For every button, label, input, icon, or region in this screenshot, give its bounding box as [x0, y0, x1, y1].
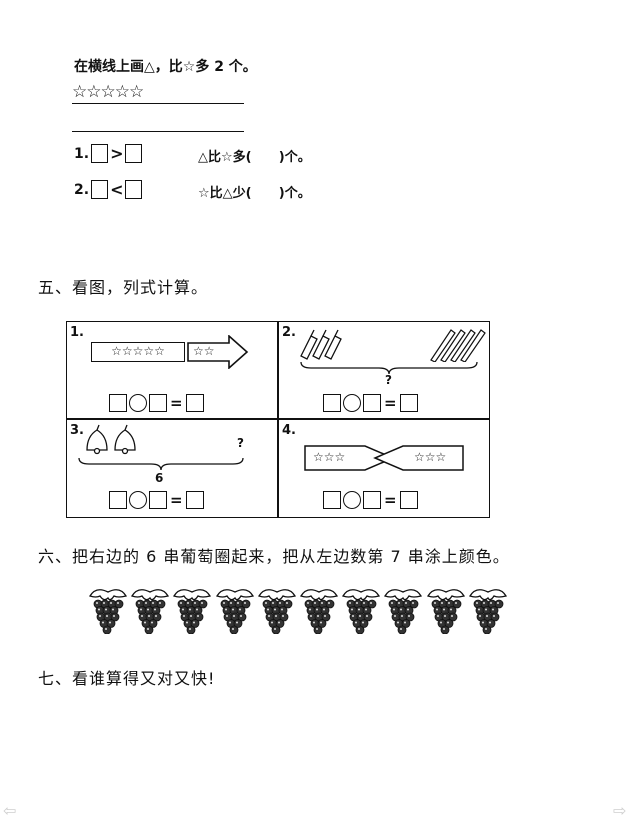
- cell-4-num: 4.: [282, 423, 296, 438]
- q4-answer-line-2: [72, 131, 244, 132]
- prev-page-icon[interactable]: ⇦: [3, 801, 17, 820]
- q4-stars: ☆☆☆☆☆: [72, 82, 144, 102]
- cell-3: 3. ? 6 =: [67, 420, 277, 517]
- next-page-icon[interactable]: ⇨: [613, 801, 627, 820]
- cell-1-arrow-box: [187, 335, 249, 369]
- cell-1-box-result[interactable]: [185, 394, 204, 412]
- grid-vertical-divider: [277, 322, 279, 517]
- grape-bunch-icon[interactable]: [128, 586, 172, 634]
- grape-bunch-icon[interactable]: [381, 586, 425, 634]
- cell-2-brace: [300, 361, 478, 375]
- q4-item-2-box-left[interactable]: [91, 180, 109, 199]
- cell-4-box-a[interactable]: [323, 491, 341, 509]
- cell-2: 2. ? =: [279, 322, 489, 418]
- q4-item-1: 1. >: [74, 144, 143, 163]
- cell-4-operator-circle[interactable]: [343, 491, 361, 509]
- cell-4-equation: =: [323, 491, 418, 509]
- cell-1: 1. ☆☆☆☆☆ ☆☆ =: [67, 322, 277, 418]
- cell-3-box-b[interactable]: [149, 491, 167, 509]
- q4-item-2-num: 2.: [74, 181, 90, 198]
- bells-icon: [86, 424, 136, 455]
- cell-4-box-b[interactable]: [363, 491, 381, 509]
- cell-2-equation: =: [323, 394, 418, 412]
- cell-1-arrow-stars: ☆☆: [193, 344, 215, 358]
- cell-3-box-a[interactable]: [109, 491, 127, 509]
- cell-1-equals: =: [170, 394, 183, 412]
- q5-picture-grid: 1. ☆☆☆☆☆ ☆☆ = 2.: [66, 321, 490, 518]
- crossing-arrows-icon: [304, 445, 464, 471]
- cell-2-box-b[interactable]: [363, 394, 381, 412]
- q4-item-2-text: ☆比△少( )个。: [198, 186, 311, 201]
- cell-3-num: 3.: [70, 423, 84, 438]
- cell-1-equation: =: [109, 394, 204, 412]
- grape-bunch-icon[interactable]: [466, 586, 510, 634]
- q5-heading: 五、看图，列式计算。: [38, 278, 209, 297]
- grape-bunch-icon[interactable]: [424, 586, 468, 634]
- grape-bunch-icon[interactable]: [255, 586, 299, 634]
- cell-4-right-stars: ☆☆☆: [414, 450, 447, 464]
- grape-bunch-icon[interactable]: [339, 586, 383, 634]
- cell-2-operator-circle[interactable]: [343, 394, 361, 412]
- cell-2-equals: =: [384, 394, 397, 412]
- cell-3-question: ?: [237, 436, 244, 450]
- grid-horizontal-divider: [67, 418, 489, 420]
- cell-4-equals: =: [384, 491, 397, 509]
- q4-item-1-op: >: [110, 144, 124, 163]
- q4-item-1-box-right[interactable]: [125, 144, 143, 163]
- grape-row: [86, 586, 516, 636]
- pencils-group-right-icon: [430, 329, 486, 362]
- grape-bunch-icon[interactable]: [170, 586, 214, 634]
- cell-2-question: ?: [385, 373, 392, 387]
- cell-3-equation: =: [109, 491, 204, 509]
- q4-item-1-box-left[interactable]: [91, 144, 109, 163]
- cell-2-num: 2.: [282, 325, 296, 340]
- cell-4: 4. ☆☆☆ ☆☆☆ =: [279, 420, 489, 517]
- pencils-group-left-icon: [300, 329, 342, 360]
- cell-2-box-result[interactable]: [399, 394, 418, 412]
- cell-1-box-a[interactable]: [109, 394, 127, 412]
- cell-3-brace: [78, 457, 244, 471]
- cell-1-star-box: ☆☆☆☆☆: [91, 342, 185, 362]
- q4-item-1-num: 1.: [74, 145, 90, 162]
- cell-1-box-b[interactable]: [149, 394, 167, 412]
- cell-4-box-result[interactable]: [399, 491, 418, 509]
- cell-3-box-result[interactable]: [185, 491, 204, 509]
- q7-heading: 七、看谁算得又对又快!: [38, 669, 216, 688]
- grape-bunch-icon[interactable]: [297, 586, 341, 634]
- q4-item-2-op: <: [110, 180, 124, 199]
- q4-answer-line-1: [72, 103, 244, 104]
- q4-item-2-box-right[interactable]: [125, 180, 143, 199]
- cell-1-num: 1.: [70, 325, 84, 340]
- cell-4-left-stars: ☆☆☆: [313, 450, 346, 464]
- cell-3-equals: =: [170, 491, 183, 509]
- cell-1-operator-circle[interactable]: [129, 394, 147, 412]
- q4-item-2: 2. <: [74, 180, 143, 199]
- cell-3-operator-circle[interactable]: [129, 491, 147, 509]
- cell-2-box-a[interactable]: [323, 394, 341, 412]
- grape-bunch-icon[interactable]: [86, 586, 130, 634]
- q4-item-1-text: △比☆多( )个。: [198, 150, 311, 165]
- cell-3-total: 6: [155, 471, 164, 485]
- q4-instruction: 在横线上画△，比☆多 2 个。: [74, 59, 257, 75]
- grape-bunch-icon[interactable]: [213, 586, 257, 634]
- q6-heading: 六、把右边的 6 串葡萄圈起来，把从左边数第 7 串涂上颜色。: [38, 547, 510, 566]
